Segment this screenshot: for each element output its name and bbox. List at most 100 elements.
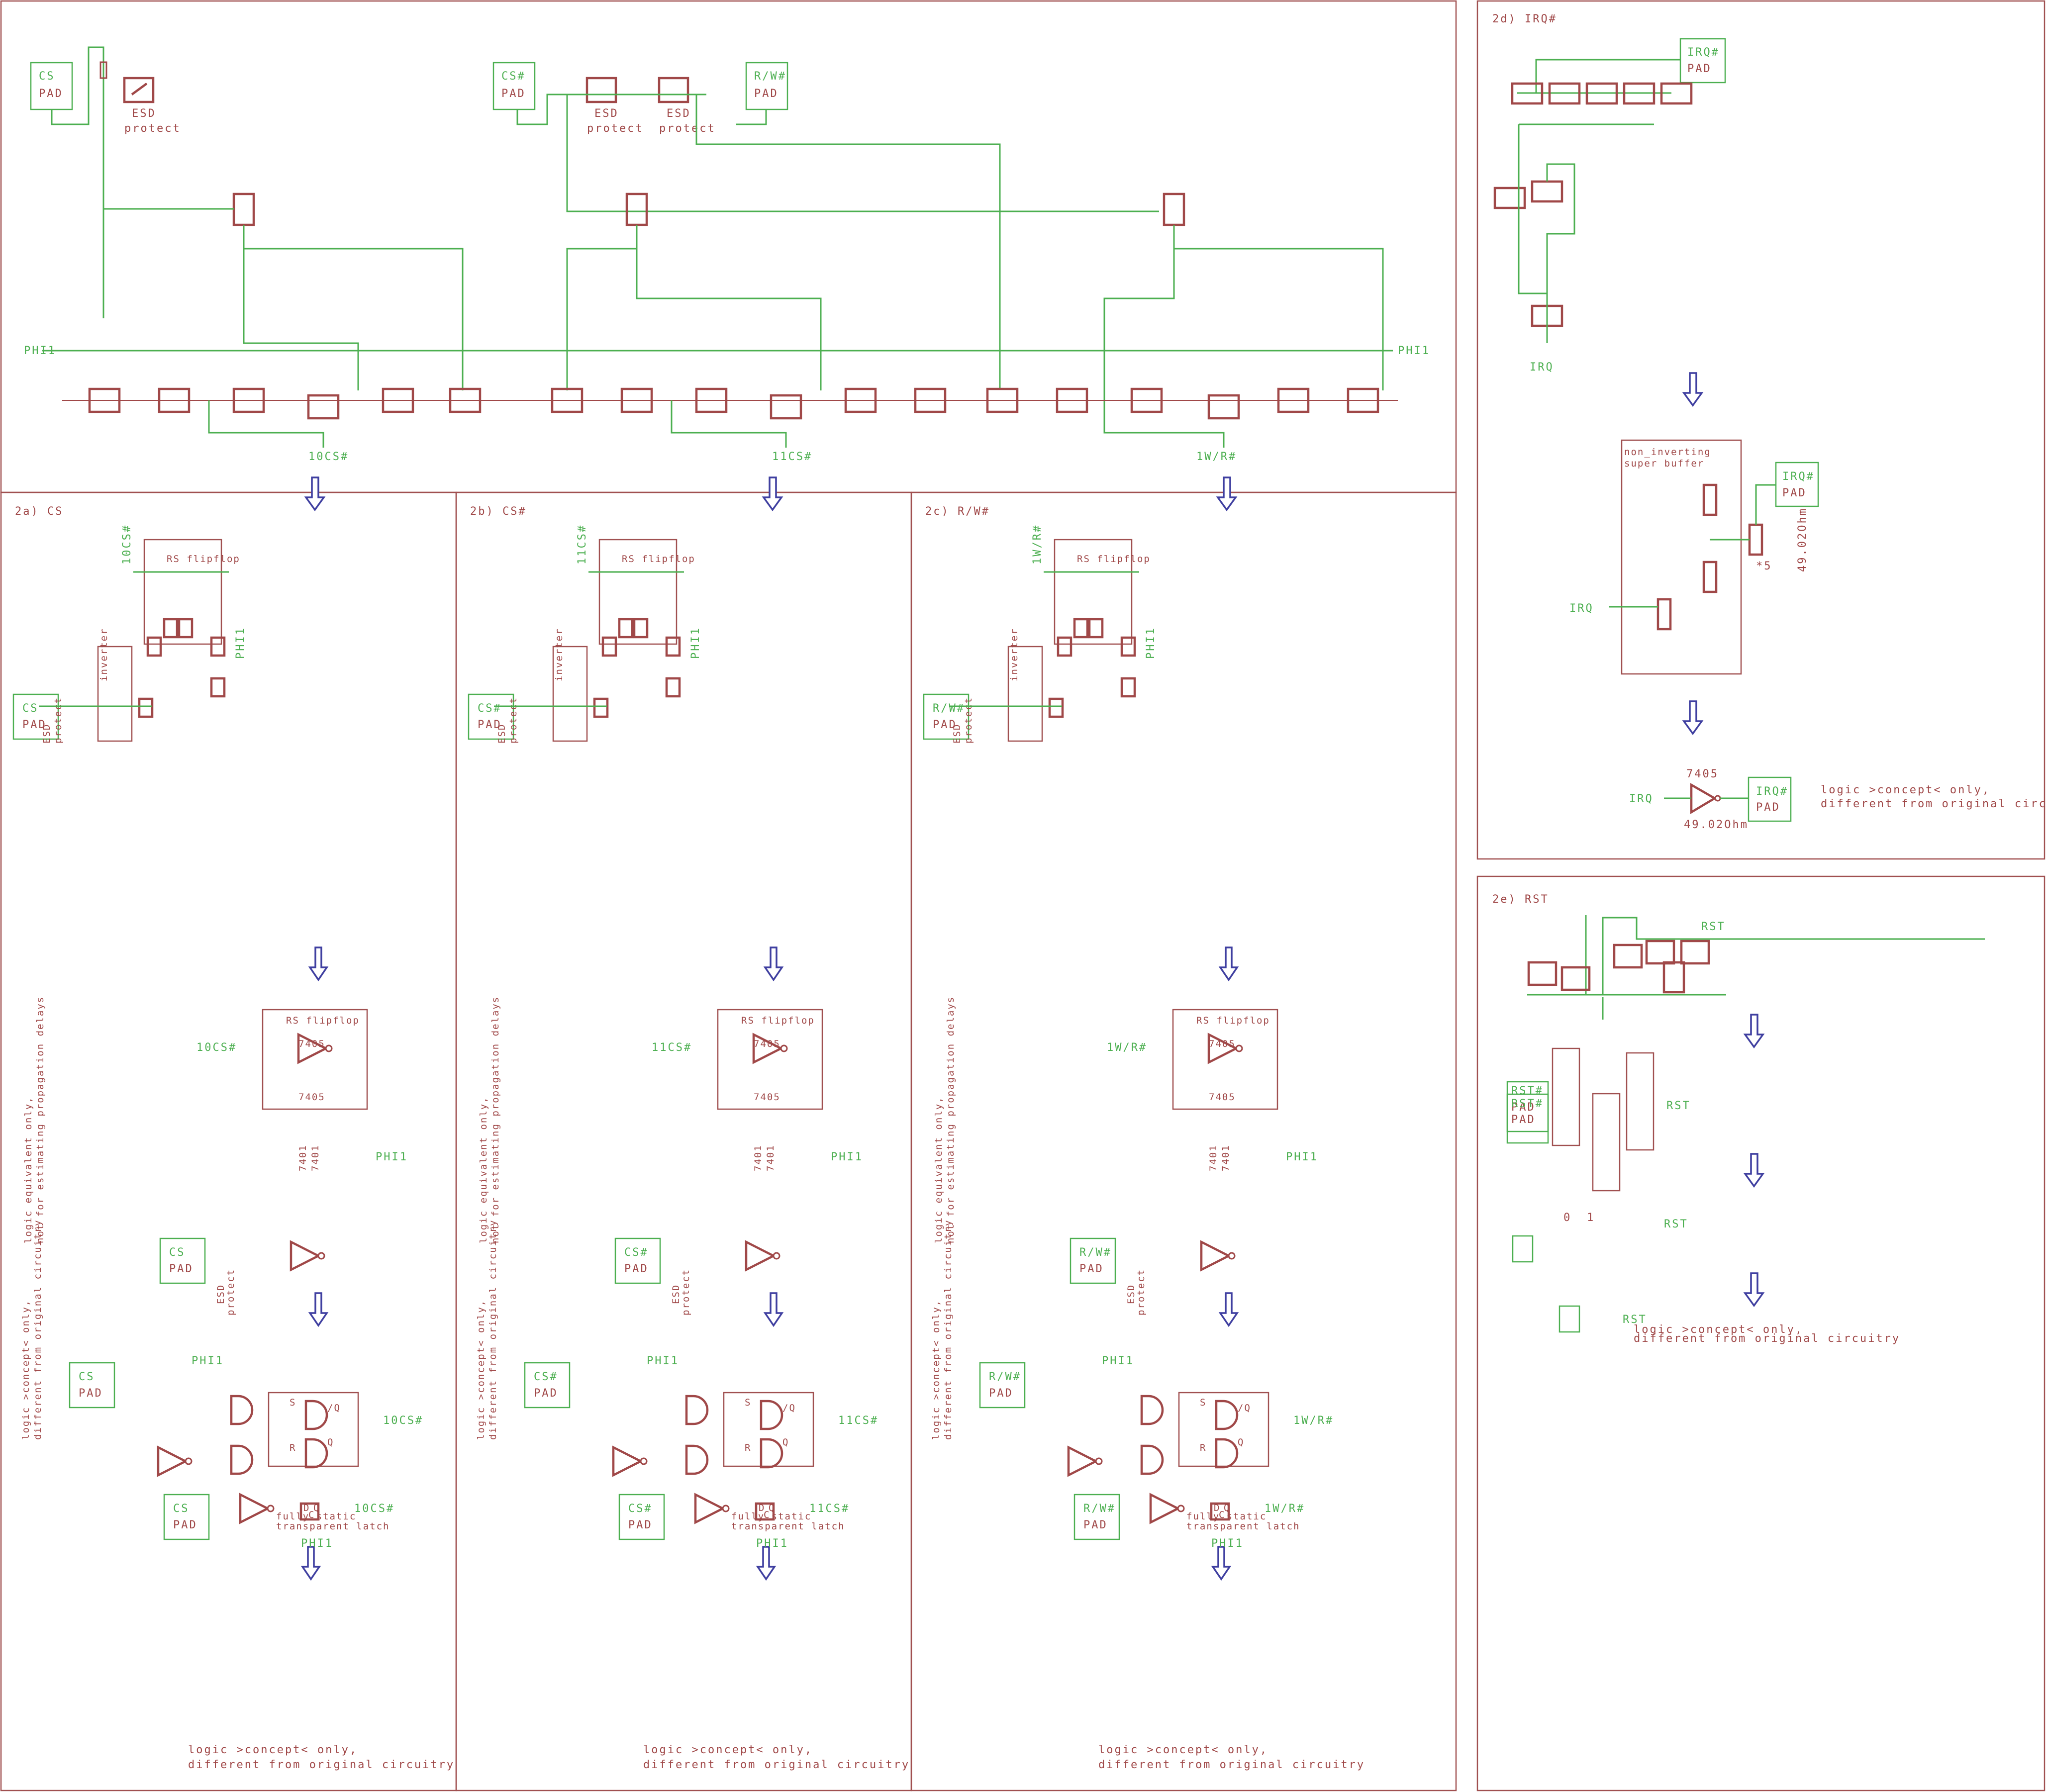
ic-label: 7405: [1209, 1038, 1236, 1049]
inversion-bubble: [267, 1505, 275, 1512]
pad-label: PAD: [173, 1519, 197, 1531]
phi1-label: PHI1: [1102, 1355, 1134, 1367]
rs-flipflop-label: RS flipflop: [1196, 1015, 1270, 1026]
latch-label-1: fully static: [1186, 1511, 1267, 1522]
chain-transistors: [88, 387, 1379, 420]
wire: [1104, 432, 1225, 448]
phi1-label: PHI1: [376, 1151, 408, 1163]
transistor: [163, 618, 179, 639]
transistor: [593, 697, 609, 718]
concept-note-1: logic >concept< only,: [1098, 1744, 1268, 1756]
protect-label: protect: [659, 122, 716, 135]
transistor: [1702, 483, 1718, 516]
transistor: [665, 636, 681, 657]
phi1-label: PHI1: [234, 627, 247, 659]
inverter-box: [97, 646, 133, 742]
wire: [1602, 917, 1985, 995]
transistor: [1656, 598, 1672, 631]
pad-box: [923, 693, 970, 740]
pad-name: CS: [79, 1371, 95, 1383]
inverter-gate: [1149, 1493, 1180, 1524]
wire: [636, 249, 822, 390]
multiplier-label: *5: [1756, 560, 1772, 572]
pad-name: CS: [22, 702, 39, 715]
resistor: [99, 61, 107, 79]
ic-label: 7405: [754, 1038, 780, 1049]
transistor: [138, 697, 154, 718]
sr-r: R: [745, 1442, 751, 1453]
output-signal: 10CS#: [121, 524, 133, 565]
output-signal: 10CS#: [354, 1503, 394, 1515]
output-signal: 1W/R#: [1265, 1503, 1305, 1515]
equiv-note-2: not for estimating propagation delays: [490, 996, 501, 1243]
output-signal: 1W/R#: [1293, 1415, 1334, 1427]
protect-label: protect: [508, 697, 519, 744]
pad-label: PAD: [989, 1387, 1013, 1400]
down-arrow-icon: [1743, 1272, 1765, 1307]
pad-name: R/W#: [1079, 1246, 1112, 1259]
rst-pad-3: [1559, 1305, 1580, 1333]
latch-label-2: transparent latch: [1186, 1521, 1300, 1532]
bit-label: 1: [1587, 1212, 1595, 1224]
pad-name: CS#: [478, 702, 502, 715]
inverter-gate: [612, 1445, 643, 1477]
rs-flipflop-label: RS flipflop: [286, 1015, 360, 1026]
concept-note-2: different from original circuitry: [32, 1220, 43, 1440]
pad-box: [979, 1362, 1026, 1409]
phi1-label: PHI1: [192, 1355, 224, 1367]
and-gate: [230, 1395, 254, 1425]
irq-pad-label: PAD: [1687, 63, 1712, 75]
rst-transistors: [1527, 940, 1710, 994]
transistor: [210, 636, 226, 657]
rw-pad-label: PAD: [754, 88, 779, 100]
sr-nq: /Q: [782, 1403, 796, 1414]
inversion-bubble: [640, 1457, 648, 1465]
ic-label: 7405: [754, 1092, 780, 1103]
rst-pad-name: RST#: [1511, 1085, 1544, 1097]
inverter-box: [1552, 1047, 1580, 1146]
irq-signal: IRQ: [1629, 793, 1654, 805]
esd-label: ESD: [667, 107, 691, 120]
down-arrow-icon: [308, 1292, 329, 1327]
wire: [695, 94, 1001, 388]
output-11cs: 11CS#: [772, 451, 812, 463]
frame-2a: [0, 491, 457, 1792]
resistance-label: 49.02Ohm: [1684, 819, 1749, 831]
transistor: [1048, 697, 1064, 718]
bit-label: 0: [1563, 1212, 1571, 1224]
latch-q: Q: [313, 1503, 320, 1513]
section-title: 2c) R/W#: [925, 505, 990, 518]
gate-label: 7405: [1686, 768, 1719, 780]
transistor: [1163, 192, 1185, 226]
ic-label: 7401: [1208, 1144, 1219, 1171]
rst-signal: RST: [1623, 1314, 1647, 1326]
ic-label: 7401: [297, 1144, 308, 1171]
rst-pad: [1506, 1093, 1549, 1144]
esd-transistor: [658, 77, 689, 103]
sr-q: Q: [1238, 1437, 1244, 1448]
cs-pad-name: CS: [39, 70, 55, 83]
inverter-gate: [157, 1445, 188, 1477]
transistor: [1073, 618, 1089, 639]
rs-flipflop-box: [143, 539, 222, 645]
esd-label: ESD: [594, 107, 619, 120]
transistor: [178, 618, 194, 639]
transistor: [1088, 618, 1104, 639]
concept-note-2: different from original circuitry: [487, 1220, 498, 1440]
phi1-label: PHI1: [1286, 1151, 1318, 1163]
equiv-note-2: not for estimating propagation delays: [945, 996, 956, 1243]
irq-pad: [1679, 38, 1726, 84]
inverter-gate: [694, 1493, 725, 1524]
pad-box: [12, 693, 59, 740]
driver-box: [1626, 1052, 1655, 1151]
buffer-label-1: non_inverting: [1624, 447, 1711, 458]
latch-label-1: fully static: [731, 1511, 811, 1522]
inverter-gate: [297, 1033, 328, 1064]
frame-2b: [455, 491, 912, 1792]
sr-r: R: [290, 1442, 296, 1453]
and-gate: [760, 1438, 783, 1469]
pad-box: [524, 1362, 571, 1409]
pad-box: [163, 1494, 210, 1540]
inversion-bubble: [780, 1044, 788, 1052]
